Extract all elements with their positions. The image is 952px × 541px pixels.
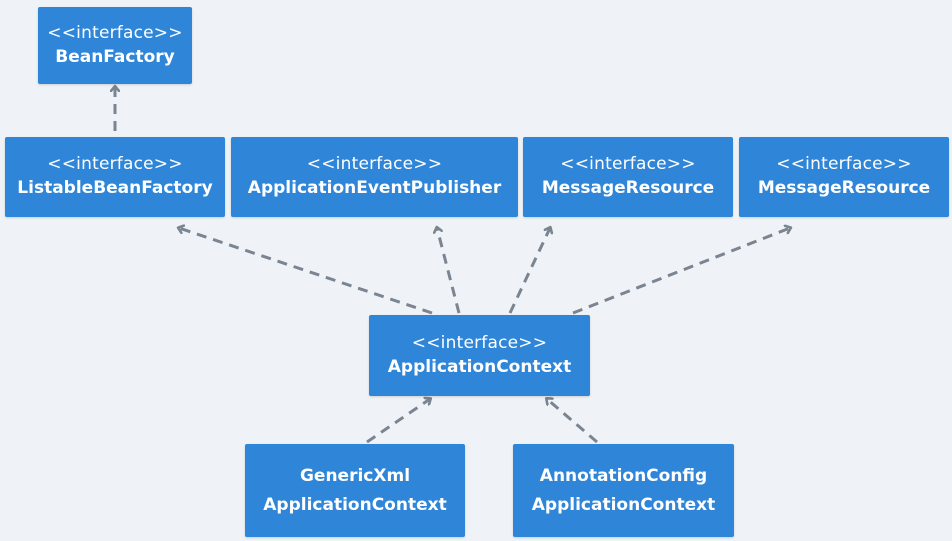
node-stereotype: <<interface>>: [776, 154, 912, 174]
node-name-line2: ApplicationContext: [263, 494, 447, 515]
node-stereotype: <<interface>>: [306, 154, 443, 174]
node-name-line1: AnnotationConfig: [539, 465, 708, 486]
application-context-node[interactable]: <<interface>> ApplicationContext: [369, 315, 590, 396]
node-name: MessageResource: [541, 178, 715, 198]
node-stereotype: <<interface>>: [411, 332, 548, 353]
edge-genericxml-to-appcontext: [366, 399, 430, 444]
node-name: MessageResource: [757, 178, 931, 198]
node-name: ApplicationContext: [387, 356, 572, 377]
edge-appcontext-to-messageresource-1: [508, 228, 550, 314]
annotation-config-application-context-node[interactable]: AnnotationConfig ApplicationContext: [513, 444, 734, 537]
node-stereotype: <<interface>>: [47, 22, 183, 43]
node-name-line2: ApplicationContext: [531, 494, 716, 515]
edge-appcontext-to-messageresource-2: [572, 228, 790, 315]
node-name: ApplicationEventPublisher: [247, 178, 502, 198]
node-name: ListableBeanFactory: [17, 178, 213, 198]
bean-factory-node[interactable]: <<interface>> BeanFactory: [38, 7, 192, 84]
node-stereotype: <<interface>>: [47, 154, 183, 174]
message-resource-node-2[interactable]: <<interface>> MessageResource: [739, 137, 949, 217]
application-event-publisher-node[interactable]: <<interface>> ApplicationEventPublisher: [231, 137, 518, 217]
generic-xml-application-context-node[interactable]: GenericXml ApplicationContext: [245, 444, 465, 537]
listable-bean-factory-node[interactable]: <<interface>> ListableBeanFactory: [5, 137, 225, 217]
edge-appcontext-to-listable: [179, 228, 433, 315]
node-name-line1: GenericXml: [299, 465, 411, 486]
edge-appcontext-to-eventpublisher: [437, 228, 461, 314]
node-stereotype: <<interface>>: [560, 154, 696, 174]
node-name: BeanFactory: [55, 46, 175, 67]
message-resource-node-1[interactable]: <<interface>> MessageResource: [523, 137, 733, 217]
edge-annotationconfig-to-appcontext: [547, 399, 598, 444]
